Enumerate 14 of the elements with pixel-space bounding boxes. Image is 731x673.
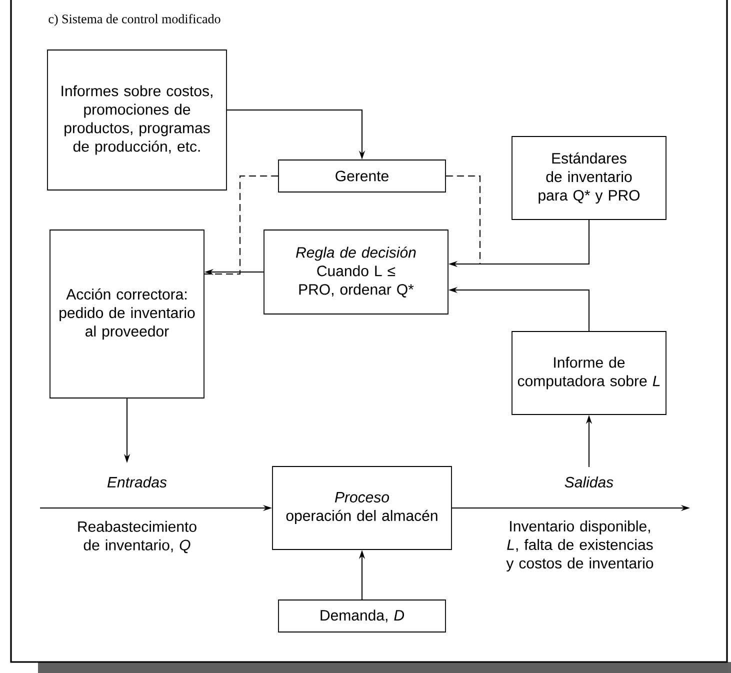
edge-label: Salidas [564,476,614,488]
flow-text: Reabastecimiento de inventario, Q [78,520,196,554]
figure-title: c) Sistema de control modificado [48,14,220,26]
dashed-line [204,176,279,274]
action-box: Acción correctora: pedido de inventario al proveedor [50,230,204,398]
dashed-line [445,176,590,264]
standards-box: Estándares de inventario para Q* y PRO [512,136,666,220]
edge-label: Entradas [107,476,167,488]
manager-box: Gerente [278,160,446,192]
process-box: Proceso operación del almacén [272,466,452,550]
demand-box: Demanda, D [278,600,446,632]
report-box: Informes sobre costos, promociones de productos, programas de producción, etc. [47,50,227,190]
flow-text: Inventario disponible, L, falta de existencias y costos de inventario [506,520,654,572]
report-box: Informe de computadora sobre L [512,331,666,415]
